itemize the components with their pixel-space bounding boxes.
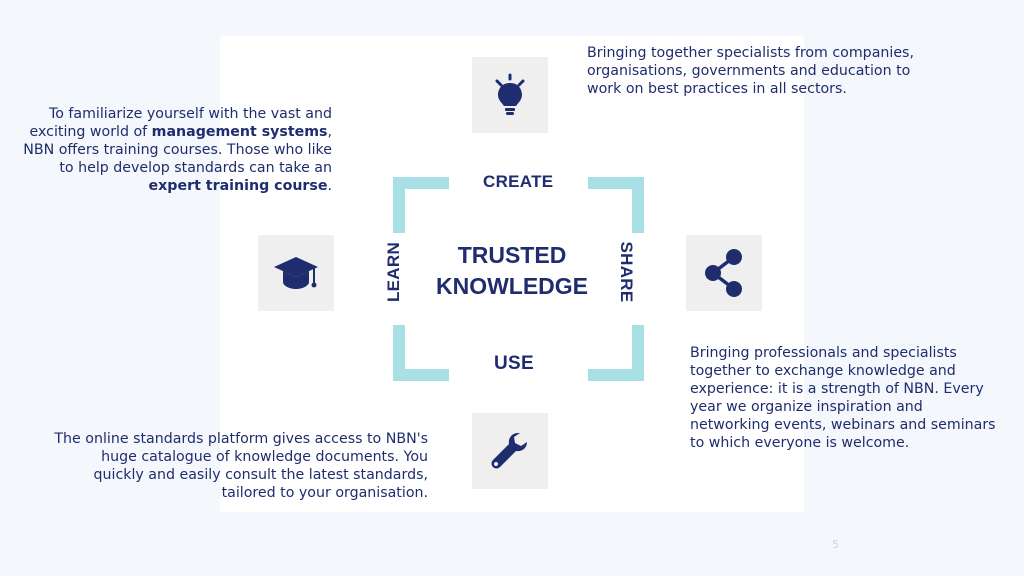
share-icon	[705, 249, 742, 297]
wrench-icon	[491, 433, 527, 469]
learn-icon-box	[258, 235, 334, 311]
label-use: USE	[494, 353, 534, 374]
use-icon-box	[472, 413, 548, 489]
learn-description: To familiarize yourself with the vast an…	[14, 105, 332, 195]
page-number: 5	[832, 538, 839, 551]
bracket-bottom-left	[393, 325, 449, 381]
share-icon-box	[686, 235, 762, 311]
learn-text-part3: .	[327, 178, 332, 194]
bracket-bottom-right	[588, 325, 644, 381]
learn-text-bold-management: management systems	[151, 124, 328, 140]
label-learn: LEARN	[384, 241, 403, 303]
learn-text-part1: To familiarize yourself with the vast an…	[29, 106, 332, 140]
center-title-line2: KNOWLEDGE	[435, 273, 589, 299]
graduation-cap-icon	[274, 257, 318, 289]
bracket-top-right	[588, 177, 644, 233]
learn-text-part2: , NBN offers training courses. Those who…	[23, 124, 332, 176]
use-description: The online standards platform gives acce…	[54, 431, 428, 501]
share-description: Bringing professionals and specialists t…	[690, 345, 996, 451]
lightbulb-icon	[495, 73, 525, 115]
create-description: Bringing together specialists from compa…	[587, 45, 914, 97]
label-share: SHARE	[617, 241, 636, 303]
center-title-line1: TRUSTED	[457, 242, 567, 268]
center-title: TRUSTED KNOWLEDGE	[412, 240, 612, 302]
label-create: CREATE	[483, 172, 554, 191]
learn-text-bold-expert: expert training course	[148, 178, 328, 194]
bracket-top-left	[393, 177, 449, 233]
create-icon-box	[472, 57, 548, 133]
